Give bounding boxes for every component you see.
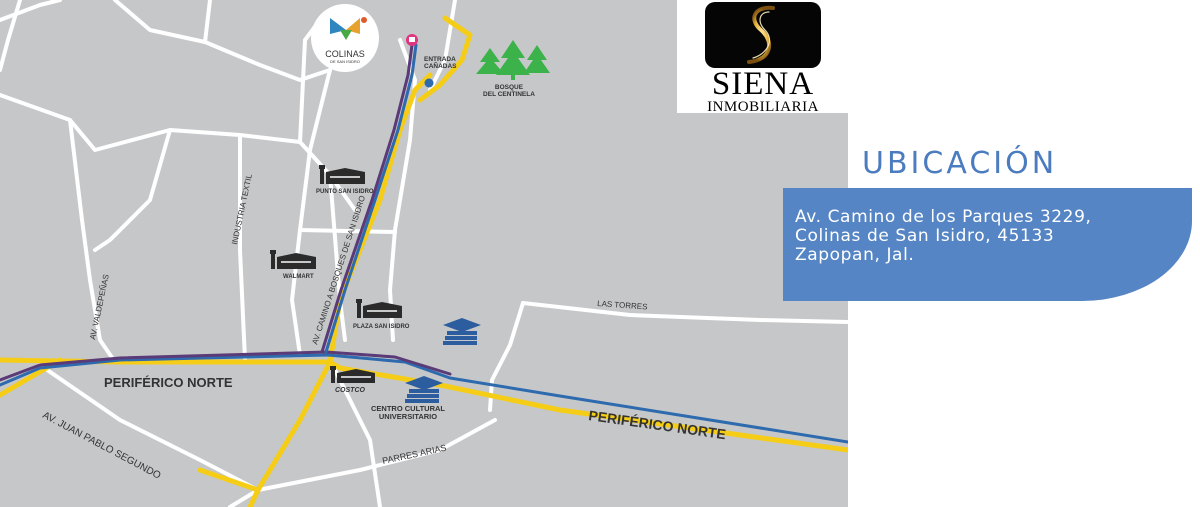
- destination-pin-icon[interactable]: [406, 34, 418, 46]
- address-line: Colinas de San Isidro, 45133: [795, 226, 1055, 246]
- place-centro-cultural-line2: UNIVERSITARIO: [379, 412, 437, 421]
- shop-icon: [270, 250, 316, 269]
- address-line: Zapopan, Jal.: [795, 245, 915, 265]
- location-title: UBICACIÓN: [862, 146, 1058, 181]
- road-label-periferico-left: PERIFÉRICO NORTE: [104, 375, 233, 390]
- place-costco: COSTCO: [335, 387, 366, 394]
- address: Av. Camino de los Parques 3229, Colinas …: [795, 208, 1092, 265]
- colinas-logo: COLINAS DE SAN ISIDRO: [311, 4, 379, 72]
- place-centro-cultural-line1: CENTRO CULTURAL: [371, 404, 445, 413]
- forest-label-line1: BOSQUE: [495, 84, 524, 91]
- shop-icon: [330, 366, 375, 383]
- siena-logo: SIENA INMOBILIARIA: [677, 0, 849, 115]
- forest-label-line2: DEL CENTINELA: [483, 91, 535, 98]
- road-label-las-torres: LAS TORRES: [597, 299, 648, 311]
- street-network: [0, 0, 848, 507]
- school-icon: [405, 376, 443, 403]
- place-plaza-san-isidro: PLAZA SAN ISIDRO: [353, 324, 410, 330]
- brand-subtitle: INMOBILIARIA: [707, 99, 819, 115]
- colinas-sub: DE SAN ISIDRO: [330, 59, 360, 64]
- entrance-label-line2: CAÑADAS: [424, 61, 457, 70]
- tree-icon: [476, 40, 550, 80]
- shop-icon: [319, 165, 365, 184]
- address-card: Av. Camino de los Parques 3229, Colinas …: [783, 188, 1192, 301]
- address-line: Av. Camino de los Parques 3229,: [795, 207, 1092, 227]
- colinas-logo-icon: [330, 17, 367, 40]
- entrance-label-line1: ENTRADA: [424, 56, 456, 63]
- school-icon: [443, 318, 481, 345]
- colinas-name: COLINAS: [325, 49, 365, 59]
- place-punto-san-isidro: PUNTO SAN ISIDRO: [316, 189, 374, 195]
- place-walmart: WALMART: [283, 274, 314, 280]
- siena-logo-icon: [705, 2, 821, 68]
- route-line: [0, 43, 848, 444]
- entrance-marker[interactable]: [424, 78, 434, 88]
- shop-icon: [356, 299, 402, 318]
- brand-name: SIENA: [711, 66, 815, 102]
